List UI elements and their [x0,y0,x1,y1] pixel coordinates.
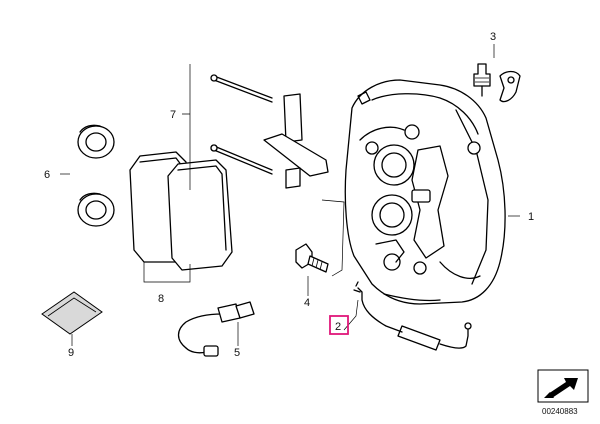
guide-bolt[interactable] [295,243,329,273]
caliper-bushing-upper[interactable] [77,124,115,159]
grease-packet[interactable] [41,291,103,335]
brake-pad-front[interactable] [167,144,233,271]
callout-9[interactable]: 9 [68,347,74,359]
leader-lines [60,44,520,346]
callout-2-highlight [329,315,349,335]
callout-3[interactable]: 3 [490,31,496,43]
arrow-navigation-icon[interactable] [537,369,589,403]
callout-7[interactable]: 7 [170,109,176,121]
callout-5[interactable]: 5 [234,347,240,359]
wear-sensor[interactable] [177,301,255,357]
callout-6[interactable]: 6 [44,169,50,181]
retaining-pin-upper[interactable] [210,74,273,103]
bleeder-valve[interactable] [473,63,491,97]
callout-4[interactable]: 4 [304,297,310,309]
bleeder-dust-cap[interactable] [499,70,521,103]
callout-2[interactable]: 2 [335,321,341,333]
anti-rattle-spring[interactable] [263,93,329,189]
callout-8[interactable]: 8 [158,293,164,305]
pad-wear-sensor-cable[interactable] [353,281,472,351]
diagram-number: 00240883 [542,407,578,416]
caliper-bushing-lower[interactable] [77,192,115,227]
brake-caliper[interactable] [344,79,506,305]
callout-1[interactable]: 1 [528,211,534,223]
